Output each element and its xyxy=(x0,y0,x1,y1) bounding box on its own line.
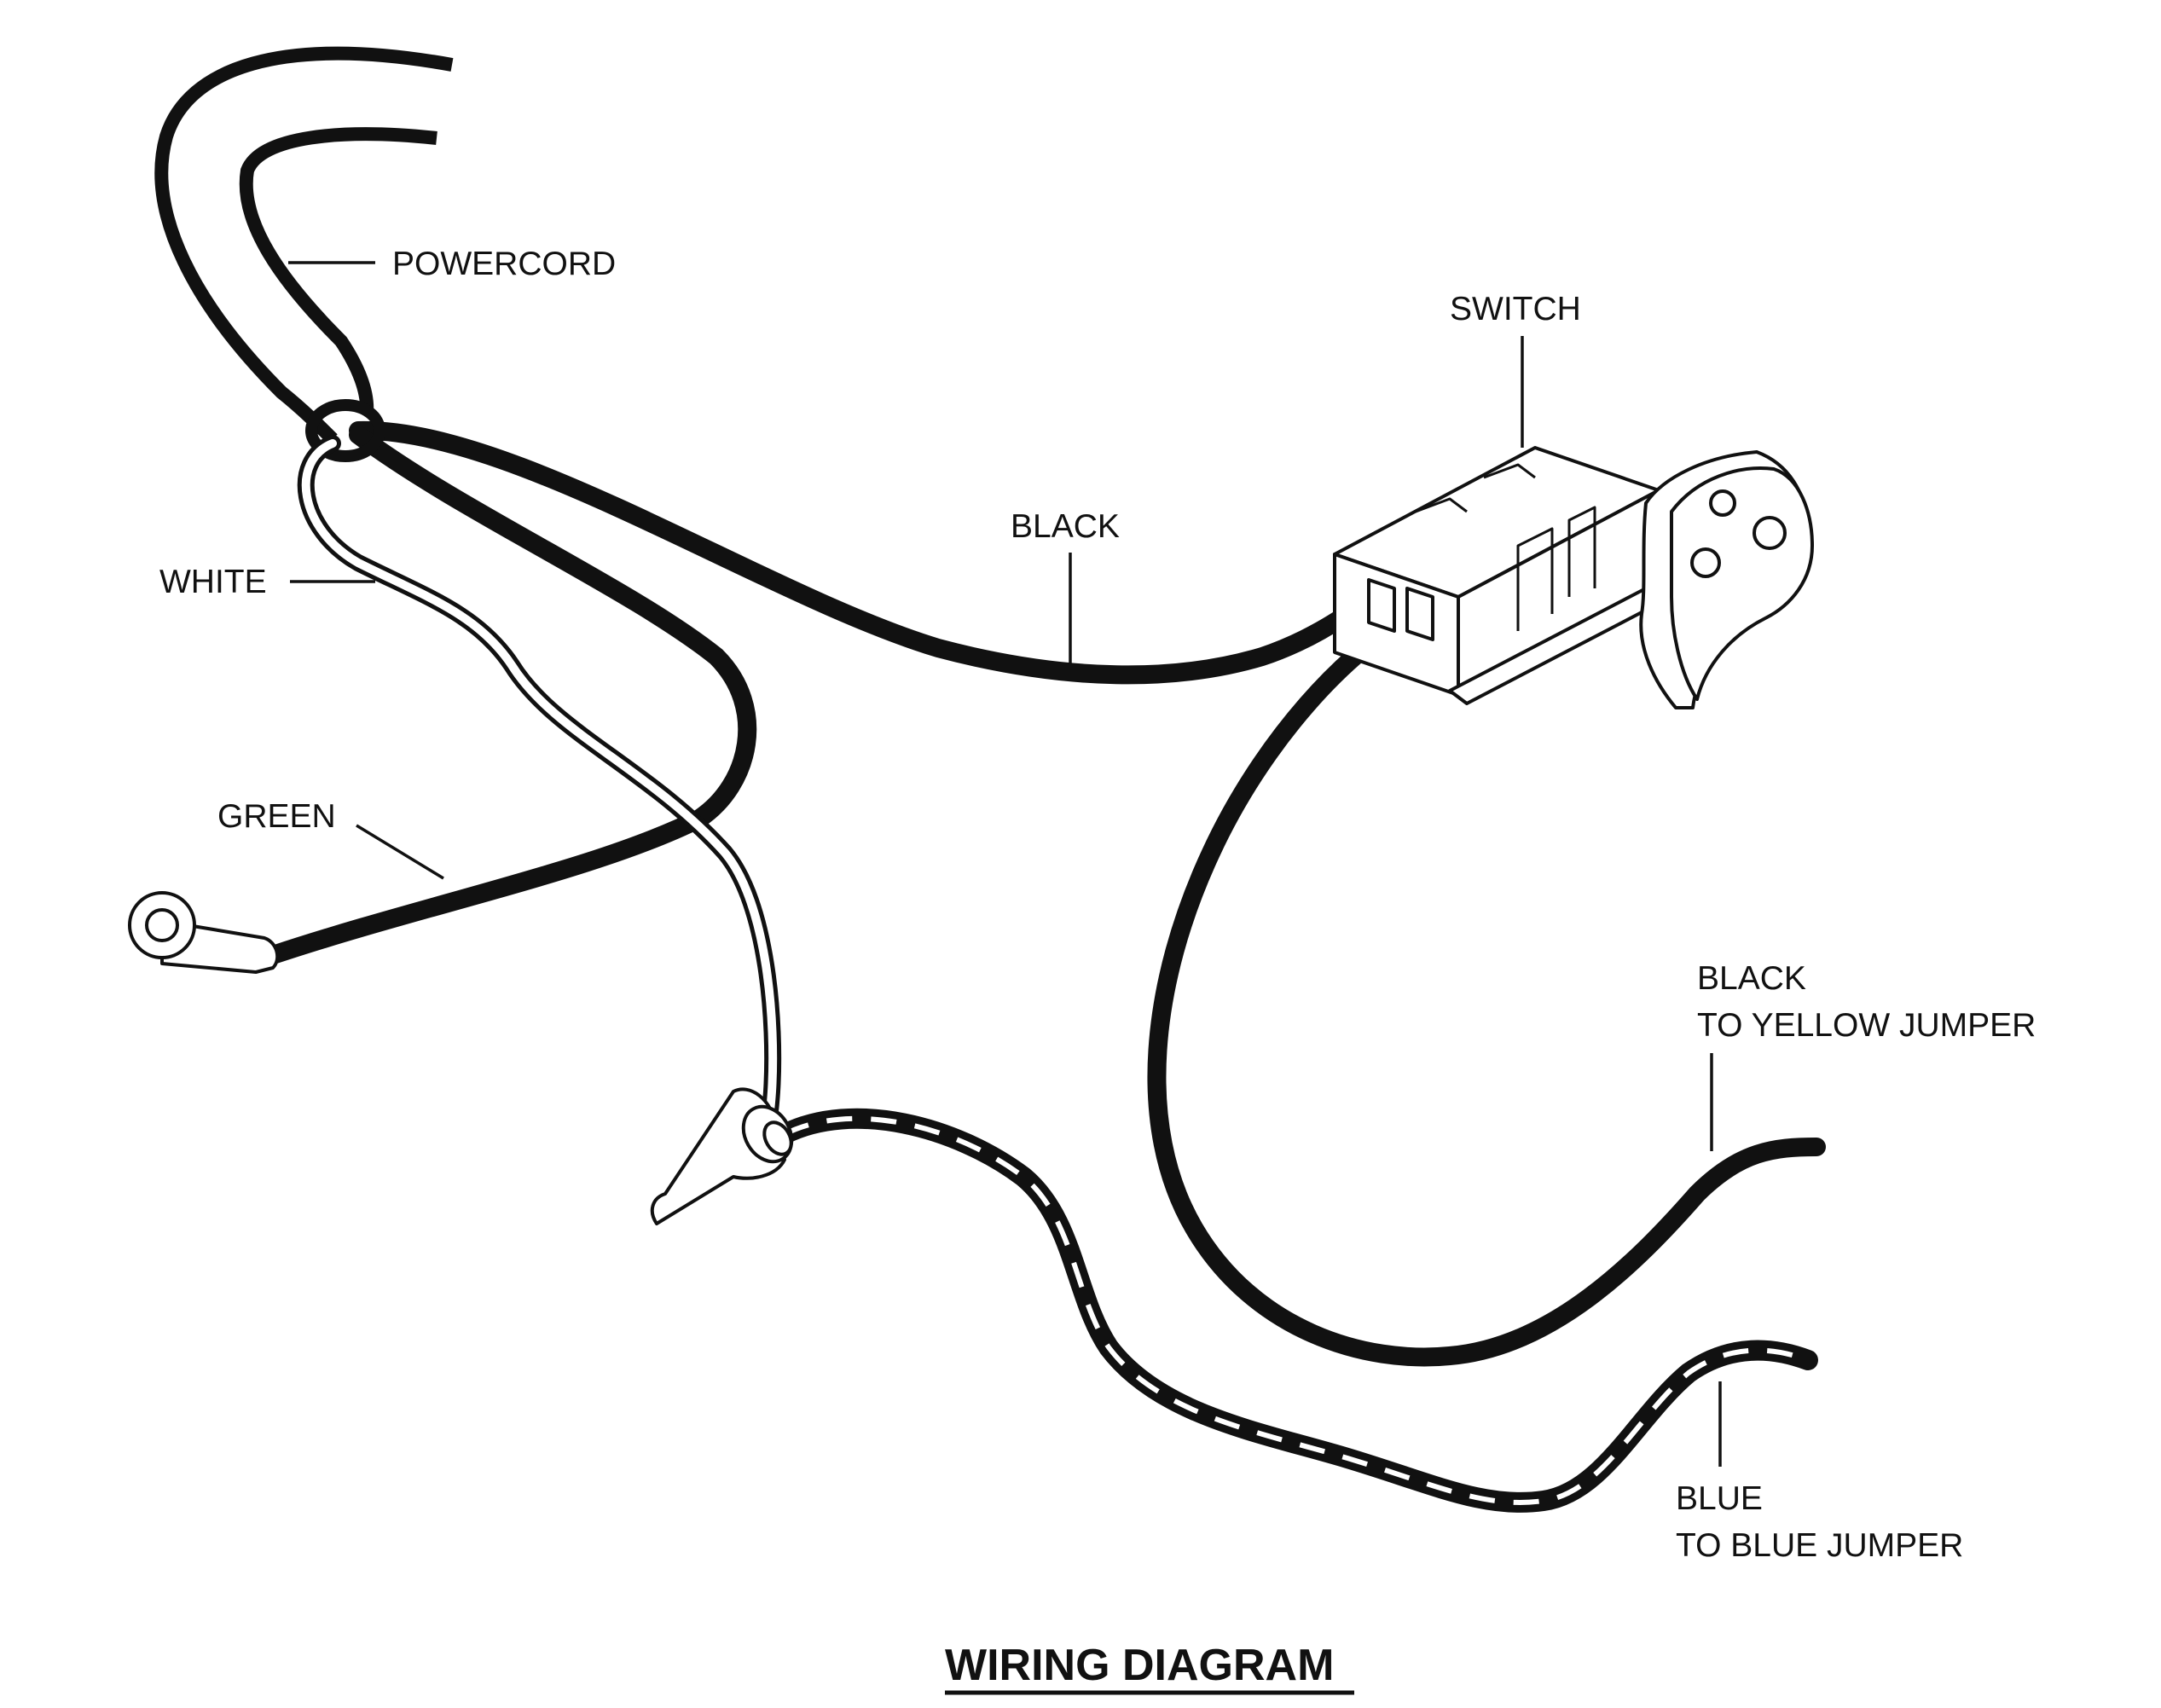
powercord xyxy=(154,46,454,444)
switch-label: SWITCH xyxy=(1450,291,1581,327)
ground-ring-terminal xyxy=(128,891,280,974)
blue-jumper-label-line1: BLUE xyxy=(1676,1480,1763,1517)
wire-nut xyxy=(650,1087,794,1225)
black-wire xyxy=(349,420,1382,685)
leader-lines xyxy=(288,261,1722,1695)
white-wire xyxy=(297,435,782,1147)
green-wire xyxy=(264,426,757,964)
white-label: WHITE xyxy=(159,564,267,600)
powercord-label: POWERCORD xyxy=(392,246,616,282)
black-jumper-label-line1: BLACK xyxy=(1697,960,1806,997)
blue-jumper-label-line2: TO BLUE JUMPER xyxy=(1676,1527,1963,1564)
black-label: BLACK xyxy=(1011,508,1120,545)
green-leader xyxy=(356,824,444,880)
switch xyxy=(1333,446,1814,709)
black-jumper-label-line2: TO YELLOW JUMPER xyxy=(1697,1007,2036,1044)
green-label: GREEN xyxy=(217,798,336,835)
blue-wire xyxy=(774,1108,1818,1513)
black-jumper-wire xyxy=(1147,605,1826,1367)
cord-clamp xyxy=(305,399,385,462)
diagram-title: WIRING DIAGRAM xyxy=(945,1641,1334,1690)
